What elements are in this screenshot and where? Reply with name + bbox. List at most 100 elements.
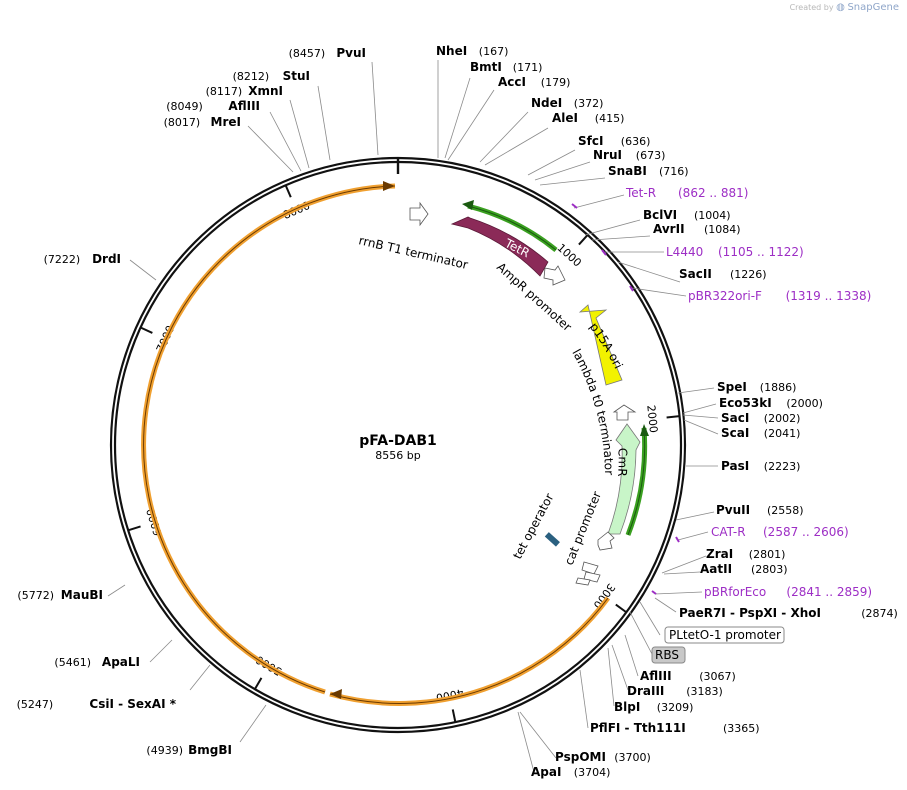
primer-mark-pbrforeco [651, 590, 657, 595]
site-blpi-32[interactable]: BlpI(3209) [614, 700, 693, 714]
site-name: CsiI - SexAI * [89, 697, 176, 711]
orange-arc-lower-arrowhead [330, 689, 342, 699]
site-zrai-27[interactable]: ZraI(2801) [706, 547, 785, 561]
tetr-label: TetR [502, 236, 532, 261]
site-leader-lines [107, 60, 719, 773]
snapgene-credit: Created by ◍ SnapGene [790, 2, 899, 13]
rrnb-terminator-arrow[interactable] [409, 201, 429, 227]
site-spei-21[interactable]: SpeI(1886) [717, 380, 796, 394]
site-ndei-13[interactable]: NdeI(372) [531, 96, 603, 110]
site-name: AleI [552, 111, 578, 125]
site-afliii-30[interactable]: AflIII(3067) [640, 669, 736, 683]
scale-tick-7000 [140, 326, 153, 334]
site-name: MauBI [61, 588, 103, 602]
ampr-promoter-arrow[interactable] [543, 265, 566, 286]
orange-arc-upper-core [143, 185, 396, 693]
pltet-promoter-glyphs[interactable] [575, 561, 601, 586]
orange-arc-upper-arrowhead [383, 181, 395, 191]
site-snabi-17[interactable]: SnaBI(716) [608, 164, 689, 178]
site-name: PflFI - Tth111I [590, 721, 686, 735]
site-name: DrdI [92, 252, 121, 266]
rbs-text: RBS [655, 648, 679, 662]
site-sacii-20[interactable]: SacII(1226) [679, 267, 767, 281]
primer-cat-r[interactable]: CAT-R(2587 .. 2606) [711, 525, 849, 539]
site-pasi-25[interactable]: PasI (2223) [721, 459, 800, 473]
cat-promoter-arrow[interactable] [597, 531, 615, 551]
site-sfci-15[interactable]: SfcI(636) [578, 134, 650, 148]
site-xmni-2[interactable]: XmnI (8117) [206, 84, 283, 98]
site-paer7i-pspxi-xhoi-29[interactable]: PaeR7I - PspXI - XhoI(2874) [679, 606, 898, 620]
scale-label-1000: 1000 [554, 241, 583, 269]
site-pvuii-26[interactable]: PvuII(2558) [716, 503, 804, 517]
rrnb-terminator-label: rrnB T1 terminator [357, 233, 469, 272]
site-aatii-28[interactable]: AatII(2803) [700, 562, 788, 576]
site-position: (8049) [166, 100, 203, 113]
primer-mark-l4440 [601, 249, 607, 256]
site-nhei-10[interactable]: NheI(167) [436, 44, 508, 58]
site-afliii-3[interactable]: AflIII(8049) [166, 99, 260, 113]
site-maubi-6[interactable]: MauBI(5772) [17, 588, 103, 602]
site-pvui-0[interactable]: PvuI(8457) [289, 46, 366, 60]
site-acci-12[interactable]: AccI(179) [498, 75, 570, 89]
site-position: (1004) [694, 209, 731, 222]
primer-mark-cat-r [675, 536, 680, 543]
site-position: (2874) [861, 607, 898, 620]
site-apali-7[interactable]: ApaLI(5461) [54, 655, 140, 669]
site-position: (171) [513, 61, 543, 74]
rbs-tag[interactable]: RBS [651, 646, 686, 664]
site-position: (167) [479, 45, 509, 58]
pltet-promoter-text: PLtetO-1 promoter [669, 628, 781, 642]
site-position: (3183) [686, 685, 723, 698]
site-position: (3700) [614, 751, 651, 764]
site-apai-35[interactable]: ApaI(3704) [531, 765, 610, 779]
site-bclvi-18[interactable]: BclVI(1004) [643, 208, 731, 222]
scale-tick-8000 [284, 184, 292, 198]
site-bmgbi-9[interactable]: BmgBI(4939) [146, 743, 232, 757]
site-position: (8117) [206, 85, 243, 98]
site-position: (673) [636, 149, 666, 162]
site-alei-14[interactable]: AleI(415) [552, 111, 624, 125]
site-nrui-16[interactable]: NruI(673) [593, 148, 665, 162]
site-stui-1[interactable]: StuI(8212) [233, 69, 310, 83]
primer-pbrforeco[interactable]: pBRforEco (2841 .. 2859) [704, 585, 872, 599]
primer-range: (2841 .. 2859) [786, 585, 872, 599]
primer-l4440[interactable]: L4440(1105 .. 1122) [666, 245, 804, 259]
site-name: SpeI [717, 380, 747, 394]
primer-mark-tet-r [571, 203, 578, 209]
tet-operator-label: tet operator [510, 491, 556, 561]
site-draiii-31[interactable]: DraIII(3183) [627, 684, 723, 698]
site-csii-sexai-8[interactable]: CsiI - SexAI *(5247) [17, 697, 177, 711]
site-position: (5461) [54, 656, 91, 669]
primer-labels: Tet-R(862 .. 881) L4440(1105 .. 1122) pBR3… [625, 186, 872, 599]
site-bmti-11[interactable]: BmtI(171) [470, 60, 542, 74]
feature-cmr[interactable]: CmR [607, 423, 641, 535]
site-pflfi-tth111i-33[interactable]: PflFI - Tth111I (3365) [590, 721, 760, 735]
scale-tick-6000 [127, 525, 141, 532]
site-name: Eco53kI [719, 396, 772, 410]
site-position: (4939) [146, 744, 183, 757]
tet-operator-box[interactable] [544, 532, 560, 547]
site-mrei-4[interactable]: MreI(8017) [164, 115, 241, 129]
site-pspomi-34[interactable]: PspOMI(3700) [555, 750, 651, 764]
primer-name: Tet-R [625, 186, 656, 200]
site-scai-24[interactable]: ScaI(2041) [721, 426, 800, 440]
site-name: XmnI [248, 84, 283, 98]
primer-tet-r[interactable]: Tet-R(862 .. 881) [625, 186, 748, 200]
site-position: (3365) [723, 722, 760, 735]
primer-name: CAT-R [711, 525, 746, 539]
site-position: (7222) [44, 253, 81, 266]
site-name: AflIII [640, 669, 672, 683]
site-position: (2223) [764, 460, 801, 473]
lambda-t0-terminator-arrow[interactable] [612, 404, 637, 421]
site-position: (716) [659, 165, 689, 178]
site-saci-23[interactable]: SacI(2002) [721, 411, 800, 425]
site-name: PasI [721, 459, 749, 473]
site-drdi-5[interactable]: DrdI (7222) [44, 252, 121, 266]
site-position: (1084) [704, 223, 741, 236]
primer-name: pBRforEco [704, 585, 766, 599]
site-avrii-19[interactable]: AvrII(1084) [653, 222, 741, 236]
site-eco53ki-22[interactable]: Eco53kI(2000) [719, 396, 823, 410]
site-position: (8457) [289, 47, 326, 60]
primer-pbr322ori-f[interactable]: pBR322ori-F(1319 .. 1338) [688, 289, 871, 303]
pltet-promoter-tag[interactable]: PLtetO-1 promoter [664, 626, 785, 644]
